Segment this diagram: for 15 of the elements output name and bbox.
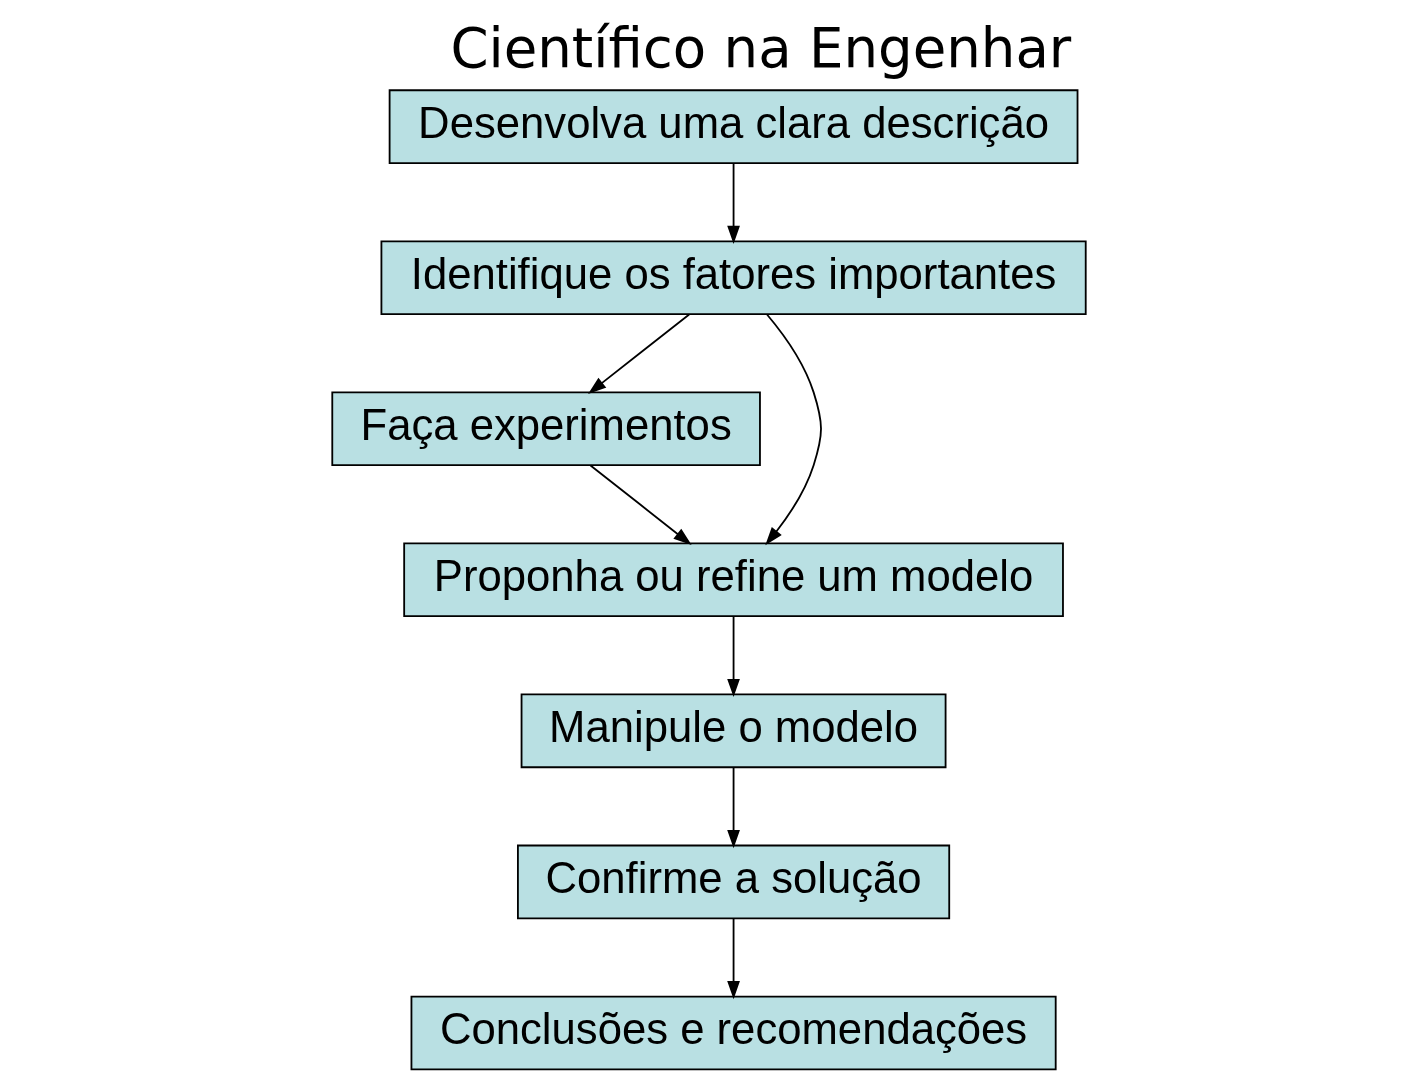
node-box: Manipule o modelo: [520, 693, 947, 769]
node-box: Identifique os fatores importantes: [380, 240, 1087, 315]
arrow: [727, 917, 740, 1000]
node-box: Proponha ou refine um modelo: [403, 542, 1064, 618]
arrow: [588, 313, 691, 394]
arrow: [727, 162, 740, 244]
node-box: Desenvolva uma clara descrição: [388, 89, 1079, 164]
arrow: [765, 313, 822, 546]
node-box: Conclusões e recomendações: [410, 995, 1057, 1071]
arrow: [727, 615, 740, 698]
arrow: [727, 766, 740, 849]
diagram-title: Científico na Engenhar: [450, 15, 1072, 80]
arrow: [589, 464, 692, 545]
node-box: Confirme a solução: [517, 844, 951, 920]
node-box: Faça experimentos: [331, 391, 761, 467]
